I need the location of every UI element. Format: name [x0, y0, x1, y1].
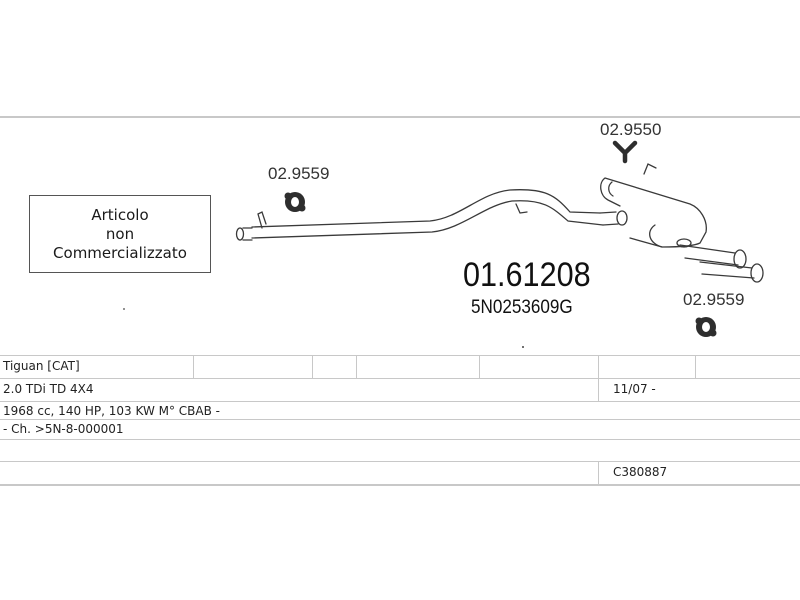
notice-line-1: Articolo [91, 205, 149, 224]
oem-number: 5N0253609G [471, 297, 573, 318]
y-bracket-icon [612, 140, 638, 164]
part-code-hanger-right: 02.9559 [683, 290, 745, 309]
table-border-bottom [0, 484, 800, 486]
main-part-number: 01.61208 [463, 256, 591, 294]
vehicle-specs: 1968 cc, 140 HP, 103 KW M° CBAB - [3, 404, 220, 418]
table-col-divider [479, 356, 480, 378]
part-code-hanger-left: 02.9559 [268, 164, 330, 183]
top-separator [0, 116, 800, 118]
table-col-divider [312, 356, 313, 378]
table-col-divider [598, 356, 599, 378]
table-col-divider [695, 356, 696, 378]
rubber-hanger-icon [695, 317, 717, 337]
table-col-divider [356, 356, 357, 378]
not-commercialized-notice: Articolo non Commercializzato [29, 195, 211, 273]
exhaust-pipe-drawing [235, 163, 764, 283]
notice-line-2: non [105, 224, 135, 243]
stray-dot [522, 346, 524, 348]
catalog-code: C380887 [613, 465, 668, 479]
table-col-divider [598, 462, 599, 484]
table-col-divider [598, 379, 599, 401]
table-row-line [0, 419, 800, 420]
table-row-line [0, 378, 800, 379]
notice-line-3: Commercializzato [53, 243, 187, 262]
rubber-hanger-icon [284, 192, 306, 212]
vehicle-chassis: - Ch. >5N-8-000001 [3, 422, 124, 436]
table-row-line [0, 461, 800, 462]
table-row-line [0, 439, 800, 440]
part-code-bracket: 02.9550 [600, 120, 662, 139]
table-border-top [0, 355, 800, 356]
table-row-line [0, 401, 800, 402]
vehicle-model: Tiguan [CAT] [3, 359, 80, 373]
stray-dot [123, 308, 125, 310]
vehicle-engine: 2.0 TDi TD 4X4 [3, 382, 94, 396]
vehicle-date-from: 11/07 - [613, 382, 656, 396]
table-col-divider [193, 356, 194, 378]
